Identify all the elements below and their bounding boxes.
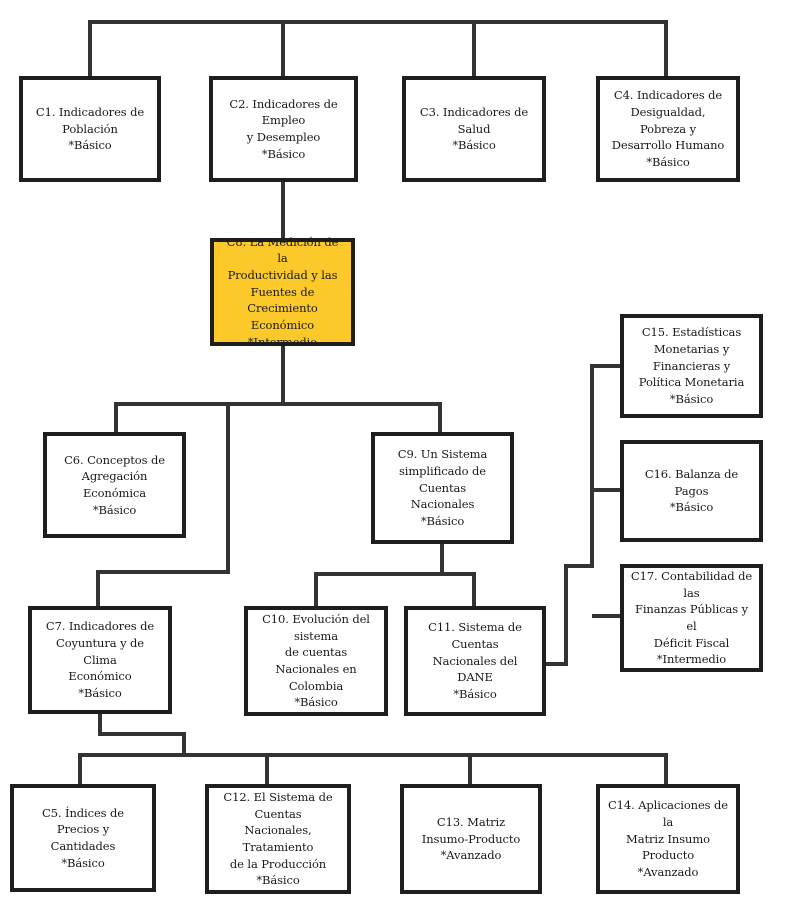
- node-c5-label: C5. Índices de Precios y Cantidades *Bás…: [42, 805, 124, 870]
- node-c14[interactable]: C14. Aplicaciones de la Matriz Insumo Pr…: [596, 784, 740, 894]
- node-c9[interactable]: C9. Un Sistema simplificado de Cuentas N…: [371, 432, 514, 544]
- node-c12-label: C12. El Sistema de Cuentas Nacionales, T…: [223, 789, 333, 888]
- connector-branch-c7: [96, 404, 230, 608]
- connector-c7-down: [98, 712, 186, 755]
- node-c13[interactable]: C13. Matriz Insumo-Producto *Avanzado: [400, 784, 542, 894]
- node-c17-label: C17. Contabilidad de las Finanzas Públic…: [630, 568, 753, 667]
- node-c5[interactable]: C5. Índices de Precios y Cantidades *Bás…: [10, 784, 156, 892]
- node-c7-label: C7. Indicadores de Coyuntura y de Clima …: [45, 619, 155, 700]
- node-c2[interactable]: C2. Indicadores de Empleo y Desempleo *B…: [209, 76, 358, 182]
- node-c11[interactable]: C11. Sistema de Cuentas Nacionales del D…: [404, 606, 546, 716]
- node-c2-label: C2. Indicadores de Empleo y Desempleo *B…: [229, 96, 338, 161]
- node-c15[interactable]: C15. Estadísticas Monetarias y Financier…: [620, 314, 763, 418]
- node-c9-label: C9. Un Sistema simplificado de Cuentas N…: [397, 447, 488, 528]
- node-c6-label: C6. Conceptos de Agregación Económica *B…: [64, 452, 165, 517]
- node-c6[interactable]: C6. Conceptos de Agregación Económica *B…: [43, 432, 186, 538]
- node-c4-label: C4. Indicadores de Desigualdad, Pobreza …: [611, 88, 725, 169]
- node-c8[interactable]: C8. La Medición de la Productividad y la…: [210, 235, 355, 349]
- node-c10[interactable]: C10. Evolución del sistema de cuentas Na…: [244, 606, 388, 716]
- node-c7[interactable]: C7. Indicadores de Coyuntura y de Clima …: [28, 606, 172, 714]
- node-c3[interactable]: C3. Indicadores de Salud *Básico: [402, 76, 546, 182]
- connector-c8-branch: [114, 344, 285, 434]
- node-c13-label: C13. Matriz Insumo-Producto *Avanzado: [421, 814, 521, 863]
- node-c17[interactable]: C17. Contabilidad de las Finanzas Públic…: [620, 564, 763, 672]
- connector-c11-right: [540, 364, 622, 666]
- connector-branch-c11: [442, 572, 476, 608]
- node-c1[interactable]: C1. Indicadores de Población *Básico: [19, 76, 161, 182]
- node-c11-label: C11. Sistema de Cuentas Nacionales del D…: [428, 620, 522, 701]
- node-c12[interactable]: C12. El Sistema de Cuentas Nacionales, T…: [205, 784, 351, 894]
- node-c10-label: C10. Evolución del sistema de cuentas Na…: [262, 611, 370, 710]
- node-c8-label: C8. La Medición de la Productividad y la…: [226, 234, 339, 349]
- node-c4[interactable]: C4. Indicadores de Desigualdad, Pobreza …: [596, 76, 740, 182]
- connector-bottom-bus: [78, 753, 668, 786]
- node-c16-label: C16. Balanza de Pagos *Básico: [644, 466, 739, 515]
- node-c14-label: C14. Aplicaciones de la Matriz Insumo Pr…: [607, 798, 729, 879]
- connector-c9-branch: [314, 542, 444, 608]
- node-c1-label: C1. Indicadores de Población *Básico: [35, 104, 145, 153]
- connector-top-bus: [88, 20, 668, 78]
- node-c16[interactable]: C16. Balanza de Pagos *Básico: [620, 440, 763, 542]
- node-c3-label: C3. Indicadores de Salud *Básico: [419, 104, 529, 153]
- node-c15-label: C15. Estadísticas Monetarias y Financier…: [638, 325, 745, 406]
- connector-branch-c9: [283, 402, 442, 434]
